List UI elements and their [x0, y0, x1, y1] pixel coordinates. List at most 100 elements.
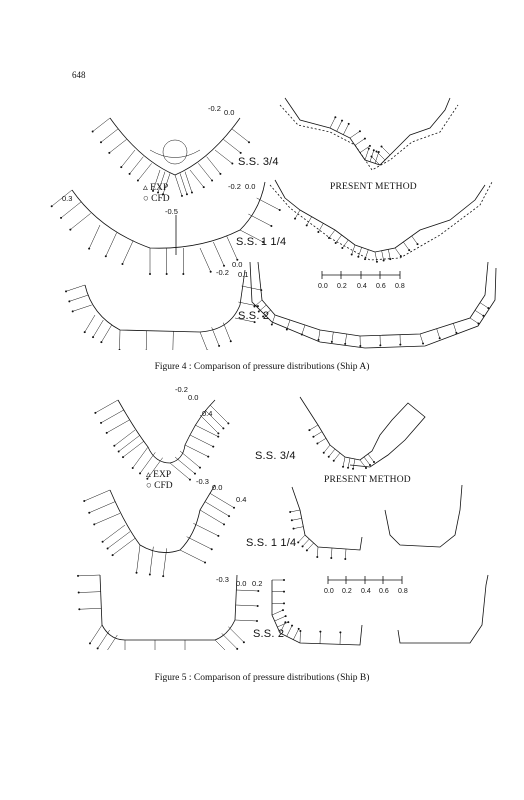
pressure-point	[202, 186, 205, 189]
pressure-point	[148, 573, 151, 576]
pressure-vector	[106, 419, 130, 434]
pressure-point	[233, 506, 236, 509]
pressure-vector	[78, 574, 101, 577]
fig4-right-ss34-vectors	[329, 116, 391, 166]
pressure-point	[389, 258, 392, 261]
pressure-point	[149, 273, 151, 275]
pressure-point	[347, 466, 350, 469]
fig5-val-c3: 0.2	[252, 579, 263, 588]
fig4-label-ss114: S.S. 1 1/4	[236, 236, 287, 248]
pressure-vector	[277, 621, 289, 628]
fig5-scale-1: 0.2	[342, 588, 352, 595]
pressure-point	[88, 247, 91, 250]
pressure-vector	[223, 139, 241, 154]
pressure-point	[157, 191, 160, 194]
fig5-right-ss34-vectors	[308, 424, 375, 470]
pressure-point	[285, 328, 288, 331]
pressure-vector	[317, 438, 327, 444]
pressure-point	[289, 510, 292, 513]
pressure-vector	[342, 239, 349, 249]
pressure-point	[88, 511, 91, 514]
pressure-vector	[214, 639, 226, 650]
pressure-vector	[313, 431, 323, 438]
pressure-point	[83, 500, 86, 503]
fig5-val-a1: -0.2	[175, 385, 188, 394]
pressure-vector	[301, 324, 306, 335]
pressure-vector	[290, 509, 301, 513]
pressure-point	[121, 262, 124, 265]
pressure-vector	[137, 163, 152, 181]
pressure-vector	[84, 489, 111, 502]
pressure-vector	[367, 453, 375, 463]
pressure-point	[139, 472, 142, 475]
pressure-point	[188, 478, 191, 481]
pressure-point	[88, 642, 91, 645]
pressure-point	[227, 422, 230, 425]
pressure-point	[257, 310, 260, 313]
pressure-point	[222, 427, 225, 430]
pressure-point	[104, 255, 107, 258]
pressure-vector	[331, 331, 334, 342]
pressure-vector	[100, 409, 124, 424]
fig4-val-c2: -0.2	[216, 268, 229, 277]
pressure-point	[96, 647, 99, 650]
fig4-legend-exp-text: EXP	[150, 183, 169, 193]
pressure-vector	[336, 120, 343, 132]
pressure-vector	[234, 619, 257, 622]
pressure-point	[190, 191, 193, 194]
pressure-point	[118, 348, 121, 350]
pressure-point	[364, 258, 367, 261]
pressure-vector	[403, 241, 410, 251]
pressure-vector	[101, 324, 112, 343]
pressure-point	[231, 162, 234, 165]
pressure-vector	[162, 548, 167, 577]
pressure-vector	[199, 414, 219, 434]
pressure-point	[256, 305, 259, 308]
fig4-legend-cfd-text: CFD	[151, 194, 170, 204]
pressure-vector	[69, 294, 89, 302]
pressure-point	[255, 619, 258, 622]
fig5-val-c2: 0.0	[236, 579, 247, 588]
fig5-scale-3: 0.6	[379, 588, 389, 595]
pressure-vector	[189, 434, 214, 447]
pressure-vector	[333, 452, 341, 461]
pressure-vector	[92, 117, 111, 132]
pressure-point	[341, 119, 344, 122]
fig4-right-ss34	[279, 97, 459, 171]
pressure-vector	[329, 117, 336, 129]
pressure-point	[317, 231, 320, 234]
pressure-point	[358, 130, 361, 133]
pressure-point	[317, 338, 320, 341]
pressure-vector	[342, 456, 346, 467]
pressure-point	[236, 647, 239, 650]
pressure-vector	[331, 547, 333, 558]
fig5-present-method: PRESENT METHOD	[324, 475, 411, 485]
pressure-vector	[351, 244, 356, 255]
pressure-point	[105, 431, 108, 434]
pressure-vector	[286, 625, 293, 637]
figure-4-drawing	[50, 97, 497, 350]
pressure-point	[370, 155, 373, 158]
pressure-point	[375, 150, 378, 153]
pressure-point	[217, 534, 220, 537]
pressure-point	[248, 141, 251, 144]
pressure-point	[209, 270, 212, 273]
fig4-left-ss34-curve	[109, 117, 241, 176]
pressure-vector	[419, 333, 424, 344]
fig5-scale-bar	[327, 576, 403, 584]
pressure-point	[292, 527, 295, 530]
pressure-point	[438, 337, 441, 340]
fig4-legend-cfd: ○ CFD	[143, 194, 170, 204]
pressure-point	[316, 442, 319, 445]
pressure-vector	[344, 333, 347, 344]
pressure-vector	[323, 444, 331, 453]
pressure-point	[332, 459, 335, 462]
pressure-vector	[221, 633, 238, 650]
pressure-vector	[328, 229, 336, 239]
pressure-point	[94, 411, 97, 414]
pressure-vector	[79, 608, 102, 610]
fig4-legend-exp: ▵ EXP	[143, 183, 169, 193]
pressure-vector	[248, 213, 272, 227]
pressure-vector	[162, 173, 171, 195]
pressure-point	[228, 515, 231, 518]
